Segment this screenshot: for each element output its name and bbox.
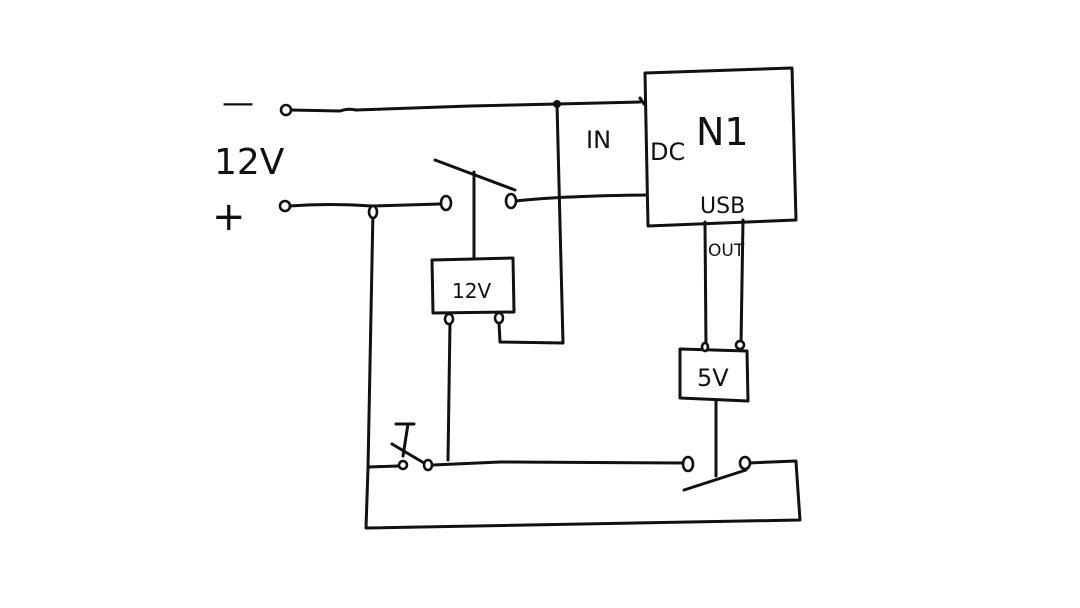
label-in: IN bbox=[586, 126, 611, 154]
wires bbox=[287, 96, 802, 530]
terminal-relay5-right bbox=[734, 339, 746, 351]
junction-dot-in bbox=[553, 100, 561, 108]
terminal-relay12-left bbox=[443, 312, 455, 326]
terminal-button-right bbox=[422, 458, 434, 472]
terminal-5v-switch-right bbox=[738, 455, 752, 471]
wire-relay12-to-button bbox=[446, 320, 452, 462]
relay-12v-box bbox=[430, 256, 516, 315]
wire-bottom-line bbox=[366, 460, 688, 469]
label-out: OUT bbox=[708, 241, 745, 261]
terminal-switch-12v-left bbox=[439, 194, 453, 212]
terminal-relay5-left bbox=[700, 341, 710, 353]
terminal-switch-12v-right bbox=[504, 192, 518, 210]
wire-in-tap bbox=[497, 102, 565, 345]
terminal-positive-junction bbox=[367, 204, 379, 220]
wire-5v-contact-right bbox=[746, 459, 798, 465]
terminal-relay12-right bbox=[493, 311, 505, 325]
label-relay-5v: 5V bbox=[697, 364, 729, 392]
push-button-stem bbox=[401, 422, 410, 458]
label-positive: + bbox=[212, 194, 246, 240]
label-12v-supply: 12V bbox=[214, 142, 285, 183]
wire-left-bus bbox=[364, 208, 802, 530]
wire-negative-rail bbox=[289, 100, 642, 113]
wire-out-right bbox=[739, 218, 745, 346]
wire-positive bbox=[287, 202, 442, 208]
label-usb: USB bbox=[700, 194, 745, 219]
switch-5v-arm bbox=[682, 468, 748, 492]
module-n1-box bbox=[643, 66, 798, 228]
relay-12v bbox=[430, 256, 516, 315]
label-relay-12v: 12V bbox=[452, 279, 491, 303]
label-n1: N1 bbox=[696, 110, 749, 154]
terminal-negative bbox=[279, 103, 293, 117]
push-button-arm bbox=[390, 442, 426, 465]
wire-out-left bbox=[703, 220, 708, 350]
terminal-positive bbox=[278, 199, 292, 213]
wire-n1-stub bbox=[638, 96, 646, 106]
terminal-5v-switch-left bbox=[681, 455, 695, 473]
terminal-button-left bbox=[397, 459, 409, 471]
module-n1 bbox=[643, 66, 798, 228]
relay-5v-box bbox=[678, 347, 750, 403]
labels: — 12V + N1 DC USB IN OUT 12V 5V bbox=[212, 83, 749, 392]
relay-5v bbox=[678, 347, 750, 403]
label-negative: — bbox=[222, 83, 254, 121]
terminals bbox=[278, 100, 752, 473]
label-dc: DC bbox=[650, 138, 685, 166]
wire-switch-to-dc bbox=[514, 193, 648, 203]
